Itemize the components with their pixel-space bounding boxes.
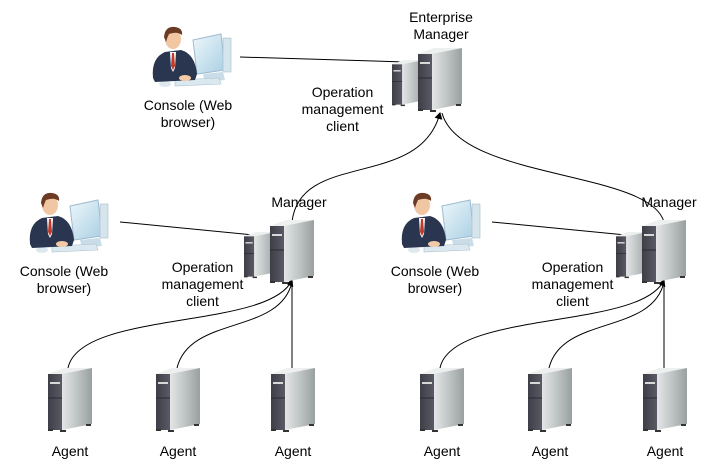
label-line: Console (Web [390,263,480,279]
agent-1-server-icon[interactable] [47,367,93,433]
agent-4-label: Agent [423,443,461,459]
label-line: browser) [36,280,92,296]
server-icon [269,219,315,285]
enterprise-manager-node[interactable] [391,47,463,113]
label-line: Operation [171,259,234,275]
console-person-icon-left[interactable] [29,192,109,254]
agent-6-label: Agent [646,443,684,459]
server-icon [641,219,687,285]
right-op-client-label: Operation management client [520,259,625,310]
left-op-client-label: Operation management client [150,259,255,310]
label-line: Enterprise [409,9,473,25]
label-line: Operation [541,259,604,275]
agent-3-server-icon[interactable] [270,367,316,433]
edge-agent-4-to-right-manager [439,279,666,369]
agent-5-label: Agent [531,443,569,459]
label-line: browser) [160,114,216,130]
agent-4-server-icon[interactable] [419,367,465,433]
edges [67,56,666,369]
label-line: client [186,293,219,309]
right-console-label: Console (Web browser) [375,263,495,297]
edge-agent-5-to-right-manager [548,281,665,369]
agent-5-server-icon[interactable] [527,367,573,433]
label-line: client [326,118,359,134]
console-person-icon-enterprise[interactable] [152,26,232,88]
server-icon [417,47,463,113]
manager-right-label: Manager [641,194,697,210]
label-line: management [301,101,384,117]
agent-1-label: Agent [51,443,89,459]
edge-right-manager-to-enterprise-manager [441,112,665,223]
edge-right-console-to-right-manager [491,221,637,237]
agent-3-label: Agent [274,443,312,459]
edge-agent-2-to-left-manager [176,281,293,369]
label-line: management [531,276,614,292]
label-line: management [161,276,244,292]
manager-left-label: Manager [271,194,327,210]
label-line: client [556,293,589,309]
label-line: Operation [311,84,374,100]
em-console-label: Console (Web browser) [128,97,248,131]
label-line: Console (Web [19,263,109,279]
edge-left-manager-to-enterprise-manager [291,112,443,223]
manager-right-node[interactable] [615,219,687,285]
em-op-client-label: Operation management client [290,84,395,135]
enterprise-manager-label: Enterprise Manager [395,9,487,43]
edge-left-console-to-left-manager [119,221,265,237]
label-line: browser) [407,280,463,296]
agent-6-server-icon[interactable] [642,367,688,433]
label-line: Manager [413,26,469,42]
console-person-icon-right[interactable] [401,192,481,254]
label-line: Console (Web [143,97,233,113]
agent-2-server-icon[interactable] [155,367,201,433]
edge-em-console-to-enterprise-manager [239,56,406,63]
agent-2-label: Agent [159,443,197,459]
left-console-label: Console (Web browser) [4,263,124,297]
edge-agent-1-to-left-manager [67,279,294,369]
